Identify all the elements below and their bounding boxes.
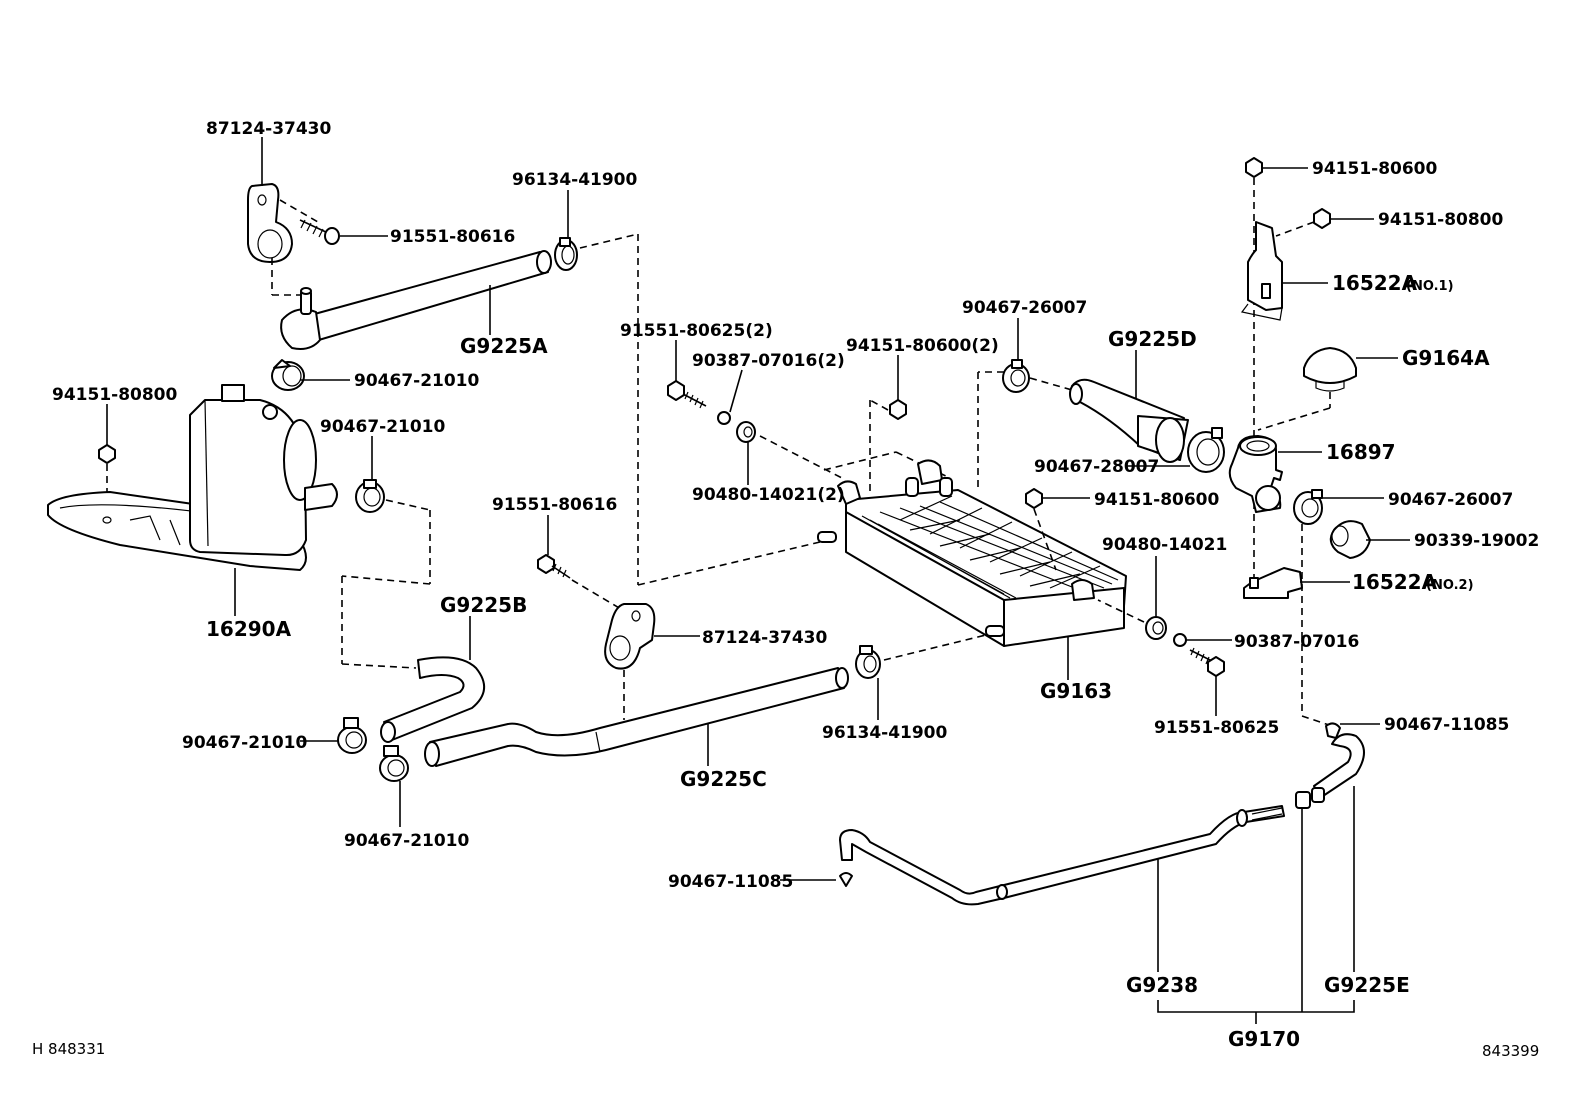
label-16897: 16897 <box>1326 440 1396 464</box>
label-90467-21010-b: 90467-21010 <box>320 417 446 437</box>
bracket-16522A-no1 <box>1240 221 1283 321</box>
label-G9225D: G9225D <box>1108 327 1197 351</box>
label-G9225B: G9225B <box>440 593 527 617</box>
collar-90387-07016 <box>1173 633 1187 647</box>
nut-94151-80800-left <box>98 444 116 464</box>
label-96134-41900-bottom: 96134-41900 <box>822 723 948 743</box>
hose-clamp-96134-41900-bottom <box>855 645 881 679</box>
label-91551-80625: 91551-80625 <box>1154 718 1279 738</box>
label-90467-26007-right: 90467-26007 <box>1388 490 1513 510</box>
label-G9225A: G9225A <box>460 334 548 358</box>
hose-clamp-90467-21010-c <box>337 717 367 754</box>
filler-neck-16897 <box>1228 435 1283 513</box>
bolt-91551-80616-top <box>299 219 340 245</box>
label-G9225C: G9225C <box>680 767 767 791</box>
label-90467-11085-right: 90467-11085 <box>1384 715 1509 735</box>
radiator-cap-G9164A <box>1303 347 1357 392</box>
bolt-91551-80625 <box>1189 647 1225 677</box>
label-94151-80600-mid: 94151-80600 <box>1094 490 1220 510</box>
clamp-bracket-87124-mid <box>604 603 656 670</box>
hose-clamp-96134-41900-top <box>554 237 578 271</box>
label-90480-14021: 90480-14021 <box>1102 535 1227 555</box>
tube-G9225E <box>1295 733 1365 809</box>
hose-G9225B <box>380 656 485 743</box>
hose-clamp-90467-28007 <box>1187 427 1225 473</box>
label-90467-21010-c: 90467-21010 <box>182 733 308 753</box>
label-16290A: 16290A <box>206 617 292 641</box>
label-90467-21010-d: 90467-21010 <box>344 831 470 851</box>
label-87124-37430-top: 87124-37430 <box>206 119 332 139</box>
clip-90467-11085-left <box>839 872 853 887</box>
oil-cooler-G9163 <box>817 459 1127 647</box>
bracket-16522A-no2 <box>1243 567 1303 599</box>
nut-94151-80600-top <box>1245 157 1263 178</box>
pipe-G9225C <box>424 667 849 767</box>
nut-94151-80600-mid <box>1025 488 1043 509</box>
bolt-91551-80625-2 <box>667 380 707 409</box>
label-91551-80616-top: 91551-80616 <box>390 227 515 247</box>
cushion-90480-14021 <box>1145 616 1167 640</box>
hose-clamp-90467-21010-a <box>271 359 305 391</box>
cushion-90480-14021-2 <box>736 421 756 443</box>
label-G9225E: G9225E <box>1324 973 1410 997</box>
label-90387-07016-2: 90387-07016(2) <box>692 351 845 371</box>
hose-clamp-90467-26007-top <box>1002 359 1030 393</box>
label-G9163: G9163 <box>1040 679 1112 703</box>
label-94151-80600-2: 94151-80600(2) <box>846 336 999 356</box>
label-90467-11085-left: 90467-11085 <box>668 872 793 892</box>
label-91551-80616-mid: 91551-80616 <box>492 495 617 515</box>
label-96134-41900-top: 96134-41900 <box>512 170 638 190</box>
clip-90467-11085-right <box>1325 722 1341 739</box>
hose-clamp-90467-21010-d <box>379 745 409 782</box>
label-94151-80800-left: 94151-80800 <box>52 385 178 405</box>
label-90467-26007-top: 90467-26007 <box>962 298 1087 318</box>
nut-94151-80800-right <box>1313 208 1331 229</box>
label-91551-80625-2: 91551-80625(2) <box>620 321 773 341</box>
hose-clamp-90467-21010-b <box>355 479 385 513</box>
label-16522A-no1: 16522A <box>1332 271 1418 295</box>
footer-left-code: H 848331 <box>32 1040 105 1058</box>
label-90339-19002: 90339-19002 <box>1414 531 1539 551</box>
reservoir-tank-16290A <box>47 384 338 571</box>
footer-right-code: 843399 <box>1482 1042 1539 1060</box>
label-90387-07016: 90387-07016 <box>1234 632 1359 652</box>
label-90467-21010-a: 90467-21010 <box>354 371 480 391</box>
label-94151-80600-top: 94151-80600 <box>1312 159 1438 179</box>
pipe-G9225A <box>280 250 552 350</box>
label-G9238: G9238 <box>1126 973 1198 997</box>
label-87124-37430-mid: 87124-37430 <box>702 628 828 648</box>
clamp-bracket-87124-top <box>247 183 293 263</box>
label-16522A-no2: 16522A <box>1352 570 1438 594</box>
label-94151-80800-right: 94151-80800 <box>1378 210 1504 230</box>
hose-clamp-90467-26007-right <box>1293 489 1323 525</box>
label-16522A-no1-sub: (NO.1) <box>1406 279 1454 294</box>
label-90467-28007: 90467-28007 <box>1034 457 1159 477</box>
tube-G9238 <box>839 805 1285 906</box>
cap-90339-19002 <box>1329 520 1371 559</box>
collar-90387-07016-2 <box>717 411 731 425</box>
label-G9170: G9170 <box>1228 1027 1300 1051</box>
nut-94151-80600-2 <box>889 399 907 420</box>
label-90480-14021-2: 90480-14021(2) <box>692 485 845 505</box>
bolt-91551-80616-mid <box>537 554 571 579</box>
hose-G9225D <box>1069 378 1189 463</box>
label-16522A-no2-sub: (NO.2) <box>1426 578 1474 593</box>
label-G9164A: G9164A <box>1402 346 1490 370</box>
